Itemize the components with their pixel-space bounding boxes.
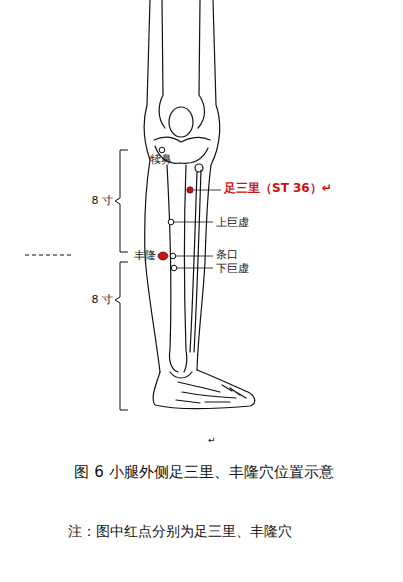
toe-bones xyxy=(222,385,246,398)
acupoint xyxy=(170,253,176,259)
dimension-label: 8 寸 xyxy=(92,294,114,307)
foot-bones xyxy=(176,382,236,403)
femur xyxy=(159,0,165,128)
measure-brace xyxy=(115,150,128,252)
point-label: 条口 xyxy=(216,249,238,262)
leader-line xyxy=(194,190,221,191)
leader-line xyxy=(176,256,213,257)
dimension-label: 8 寸 xyxy=(92,195,114,208)
measure-brace xyxy=(115,262,128,410)
ankle-bone xyxy=(170,372,192,378)
patella xyxy=(169,107,193,137)
leg-outline xyxy=(144,0,160,372)
point-label: 丰隆 xyxy=(134,250,156,263)
fibula xyxy=(190,170,201,352)
reference-line xyxy=(25,255,72,256)
leader-line xyxy=(177,268,213,269)
point-label: 上巨虚 xyxy=(216,217,249,230)
tibia xyxy=(184,165,187,372)
tibia xyxy=(167,165,178,372)
acupoint xyxy=(159,147,165,153)
point-label: 下巨虚 xyxy=(216,263,249,276)
femur xyxy=(198,0,205,128)
acupoint-red xyxy=(187,187,193,193)
point-label-highlight: 足三里（ST 36）↵ xyxy=(224,182,332,196)
foot-outline xyxy=(153,370,255,409)
acupoint-red xyxy=(158,252,168,260)
figure-caption: 图 6 小腿外侧足三里、丰隆穴位置示意 xyxy=(74,464,333,481)
note-text: 注：图中红点分别为足三里、丰隆穴 xyxy=(68,523,292,539)
knee-joint xyxy=(154,137,210,142)
leader-line xyxy=(174,222,213,223)
acupoint xyxy=(168,219,174,225)
acupoint xyxy=(171,265,177,271)
fibula-head xyxy=(195,164,203,172)
paragraph-mark: ↵ xyxy=(208,435,216,445)
point-label: 犊鼻 xyxy=(150,154,172,167)
